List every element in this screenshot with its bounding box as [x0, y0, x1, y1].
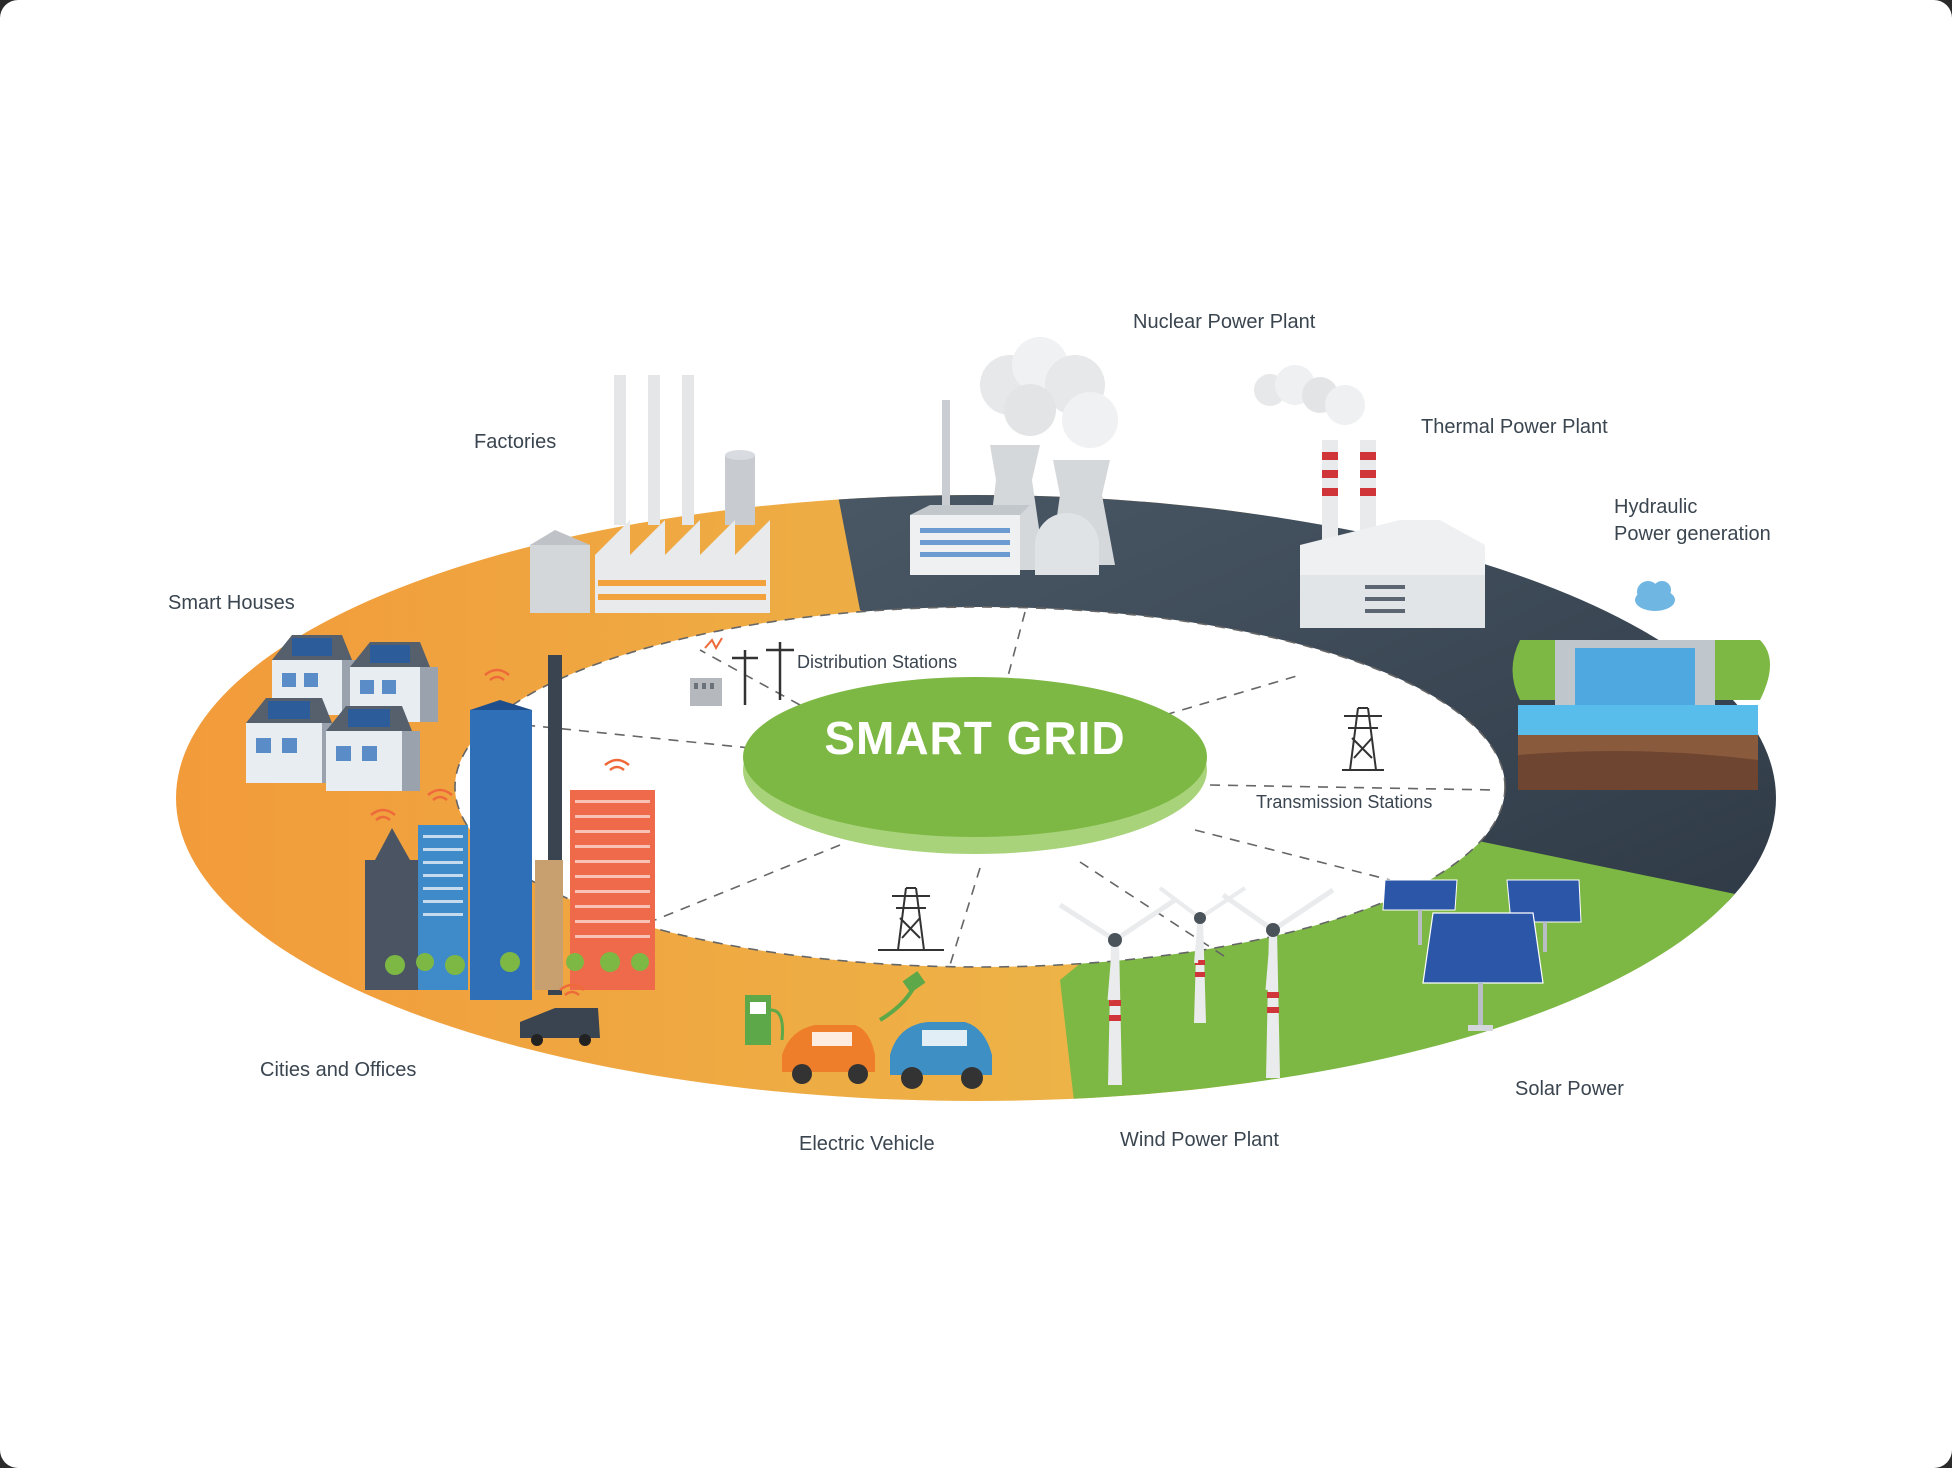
smart-grid-hub: [743, 677, 1207, 854]
hydraulic-dam-icon: [1512, 581, 1770, 790]
transmission-tower-icon: [1342, 707, 1384, 771]
label-cities-offices: Cities and Offices: [260, 1059, 417, 1081]
label-electric-vehicle: Electric Vehicle: [799, 1133, 935, 1155]
wind-turbines-icon: [1058, 886, 1335, 1085]
spark-icon: [704, 637, 723, 651]
orange-car-icon: [782, 1025, 875, 1084]
label-hydraulic-line2: Power generation: [1614, 523, 1771, 545]
transmission-tower-icon-2: [878, 887, 944, 951]
rain-cloud-icon: [1635, 581, 1675, 611]
charging-station-icon: [745, 995, 784, 1045]
wifi-icons: [370, 668, 630, 996]
plug-icon: [878, 971, 926, 1022]
factory-icon: [530, 375, 770, 613]
label-transmission-stations: Transmission Stations: [1256, 792, 1433, 812]
hub-title: SMART GRID: [824, 712, 1126, 764]
electric-vehicle-icon: [745, 971, 992, 1089]
thermal-plant-icon: [1254, 365, 1485, 628]
solar-panels-icon: [1382, 879, 1582, 1031]
label-wind-power-plant: Wind Power Plant: [1120, 1129, 1279, 1151]
label-thermal-power-plant: Thermal Power Plant: [1421, 416, 1608, 438]
label-hydraulic-line1: Hydraulic: [1614, 496, 1698, 518]
smart-houses-icon: [246, 635, 438, 791]
label-nuclear-power-plant: Nuclear Power Plant: [1133, 311, 1316, 333]
van-icon: [520, 1008, 600, 1046]
nuclear-plant-icon: [910, 337, 1118, 575]
label-distribution-stations: Distribution Stations: [797, 652, 958, 672]
inner-dividers: [454, 606, 1506, 968]
label-smart-houses: Smart Houses: [168, 592, 295, 614]
distribution-station-icon: [690, 637, 794, 706]
label-solar-power: Solar Power: [1515, 1078, 1624, 1100]
city-buildings-icon: [365, 655, 655, 1046]
blue-car-icon: [890, 1022, 992, 1089]
label-factories: Factories: [474, 431, 557, 453]
